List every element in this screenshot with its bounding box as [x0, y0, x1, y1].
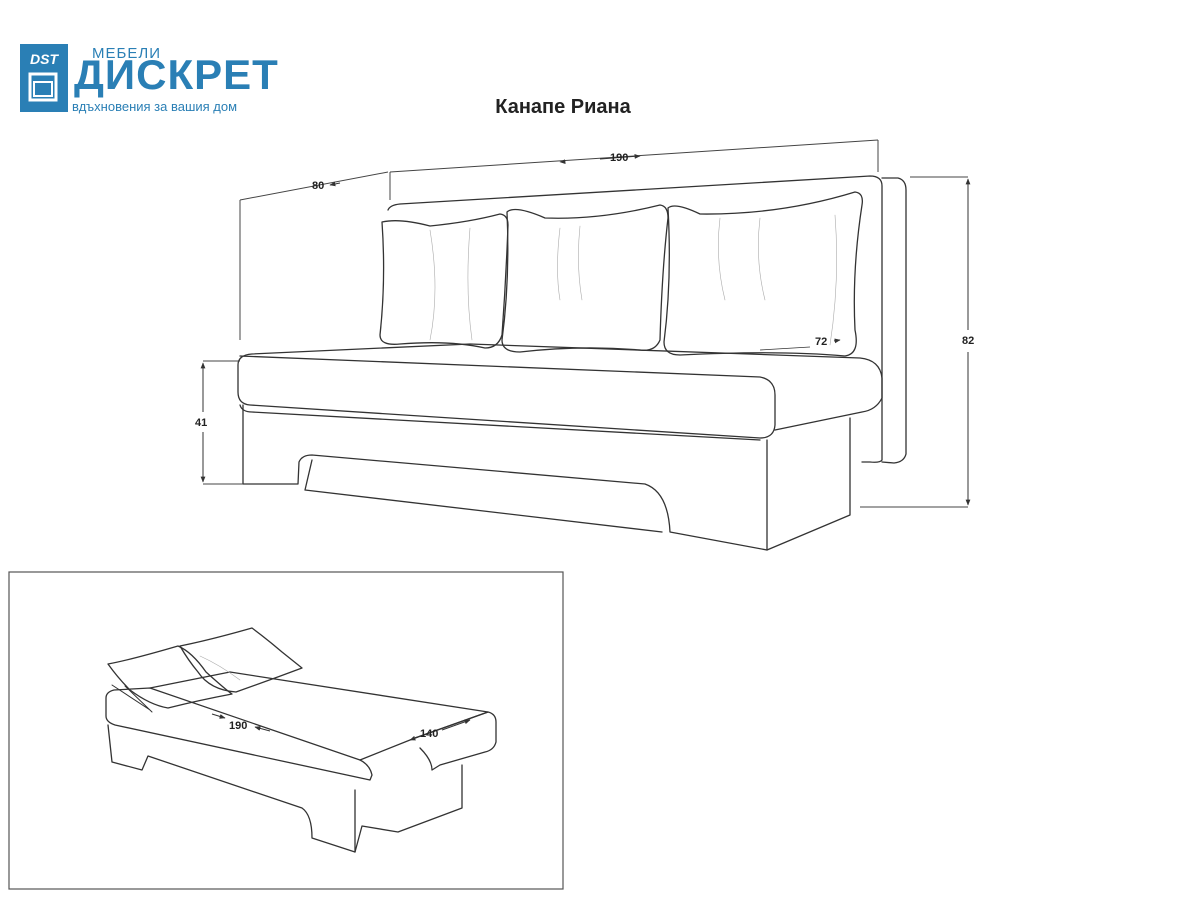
- bed-base-right: [354, 764, 463, 853]
- bed-mattress-top: [149, 671, 489, 761]
- dim-width-label: 190: [610, 152, 628, 164]
- bed-width-label: 140: [420, 728, 438, 740]
- logo-small-text: МЕБЕЛИ: [92, 45, 161, 62]
- logo-mark-text: DST: [30, 51, 59, 67]
- dim-seat-height-label: 41: [195, 417, 207, 429]
- sofa-pillow-1: [379, 213, 509, 349]
- page-title: Канапе Риана: [495, 96, 631, 118]
- sofa-base-inner: [304, 459, 663, 533]
- bed-pillow-1: [107, 645, 233, 709]
- dim-height-label: 82: [962, 335, 974, 347]
- sofa-seat-ridge: [239, 404, 761, 441]
- sofa-bed-view: [105, 627, 497, 853]
- bed-mattress: [105, 687, 373, 781]
- sofa-base: [242, 404, 768, 551]
- sofa-pillow-2: [501, 204, 669, 353]
- sofa-backrest: [387, 175, 883, 463]
- bed-view-frame: [8, 571, 564, 890]
- bed-mattress-right: [414, 711, 497, 771]
- sofa-backrest-side: [881, 177, 907, 464]
- main-view-dimension-lines: [203, 139, 968, 508]
- bed-length-label: 190: [229, 720, 247, 732]
- dim-seat-depth-label: 72: [815, 336, 827, 348]
- sofa-seat: [237, 343, 883, 439]
- logo-big-text: ДИСКРЕТ: [74, 51, 279, 98]
- dim-line-seat-height: [203, 360, 243, 485]
- brand-logo: DST МЕБЕЛИ ДИСКРЕТ вдъхновения за вашия …: [20, 44, 300, 116]
- dim-depth-label: 80: [312, 180, 324, 192]
- bed-pillow-2: [179, 627, 303, 693]
- dim-line-height: [860, 176, 968, 508]
- main-view-arrows: [200, 154, 971, 506]
- bed-view-arrows: [211, 713, 471, 741]
- dst-logo-icon: DST: [20, 44, 68, 112]
- sofa-base-side: [766, 417, 851, 551]
- logo-tagline: вдъхновения за вашия дом: [72, 99, 238, 114]
- sofa-main-view: [237, 175, 907, 551]
- bed-base: [107, 724, 356, 853]
- sofa-pillow-3: [663, 191, 863, 357]
